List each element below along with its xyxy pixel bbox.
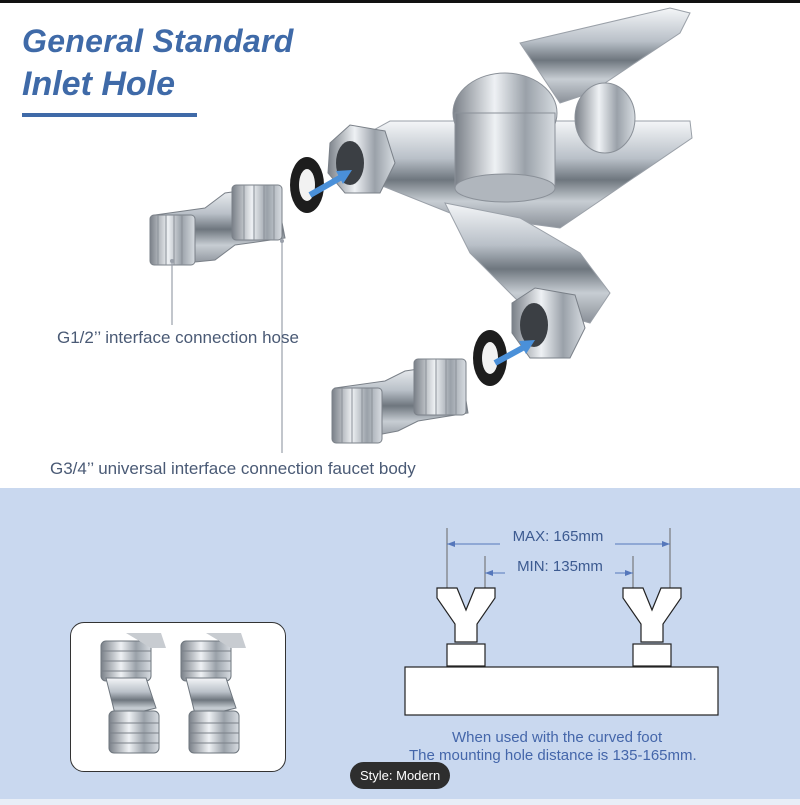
- fitting-left: [100, 633, 166, 754]
- faucet-illustration: [149, 7, 693, 453]
- top-border: [0, 0, 800, 3]
- note-line-1: When used with the curved foot: [452, 729, 663, 746]
- faucet-body-callout: G3/4’’ universal interface connection fa…: [50, 459, 416, 478]
- style-tag[interactable]: Style: Modern: [350, 762, 451, 789]
- mounting-distance-diagram: MAX: 165mm MIN: 135mm: [404, 525, 719, 716]
- bottom-border: [0, 799, 800, 805]
- lower-eccentric-fitting: [331, 358, 469, 444]
- fittings-photo-card: [70, 622, 286, 772]
- fittings-pair-illustration: [100, 633, 246, 754]
- min-dimension-label: MIN: 135mm: [517, 558, 603, 575]
- page-title-line-1: General Standard: [22, 23, 294, 59]
- hose-callout: G1/2’’ interface connection hose: [57, 328, 299, 347]
- diverter-knob: [574, 82, 636, 154]
- lower-arrow: [493, 342, 530, 366]
- product-illustration-area: General Standard Inlet Hole: [0, 3, 800, 488]
- title-underline: [22, 113, 197, 117]
- left-y-fitting: [436, 587, 496, 667]
- faucet-lever: [519, 7, 691, 104]
- upper-eccentric-fitting: [149, 184, 286, 266]
- page-title-line-2: Inlet Hole: [22, 65, 176, 103]
- right-y-fitting: [622, 587, 682, 667]
- upper-arrow: [308, 172, 347, 198]
- note-line-2: The mounting hole distance is 135-165mm.: [409, 747, 697, 764]
- fitting-right: [180, 633, 246, 754]
- max-dimension-label: MAX: 165mm: [513, 528, 604, 545]
- faucet-body-block: [404, 666, 719, 716]
